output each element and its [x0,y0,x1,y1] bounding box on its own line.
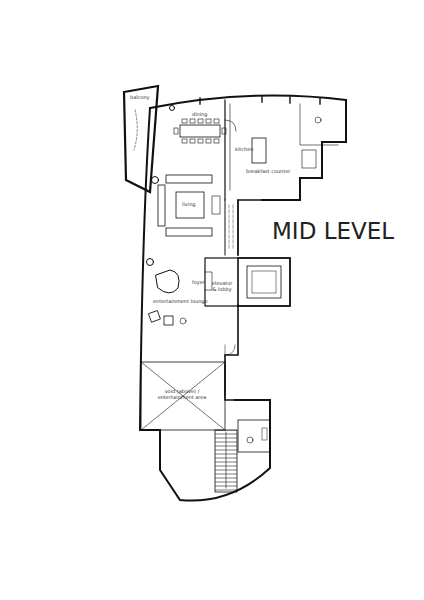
room-label: entertainment lounge [153,299,208,305]
room-label: void (above) / entertainment area [154,389,210,400]
room-label: balcony [130,95,150,101]
room-label: elevator & lobby [209,281,235,292]
room-label: kitchen [235,147,253,153]
room-label: foyer [192,280,205,286]
level-title: MID LEVEL [272,218,394,244]
room-label: dining [192,112,207,118]
room-label: living [182,202,195,208]
room-label: breakfast counter [246,169,290,175]
